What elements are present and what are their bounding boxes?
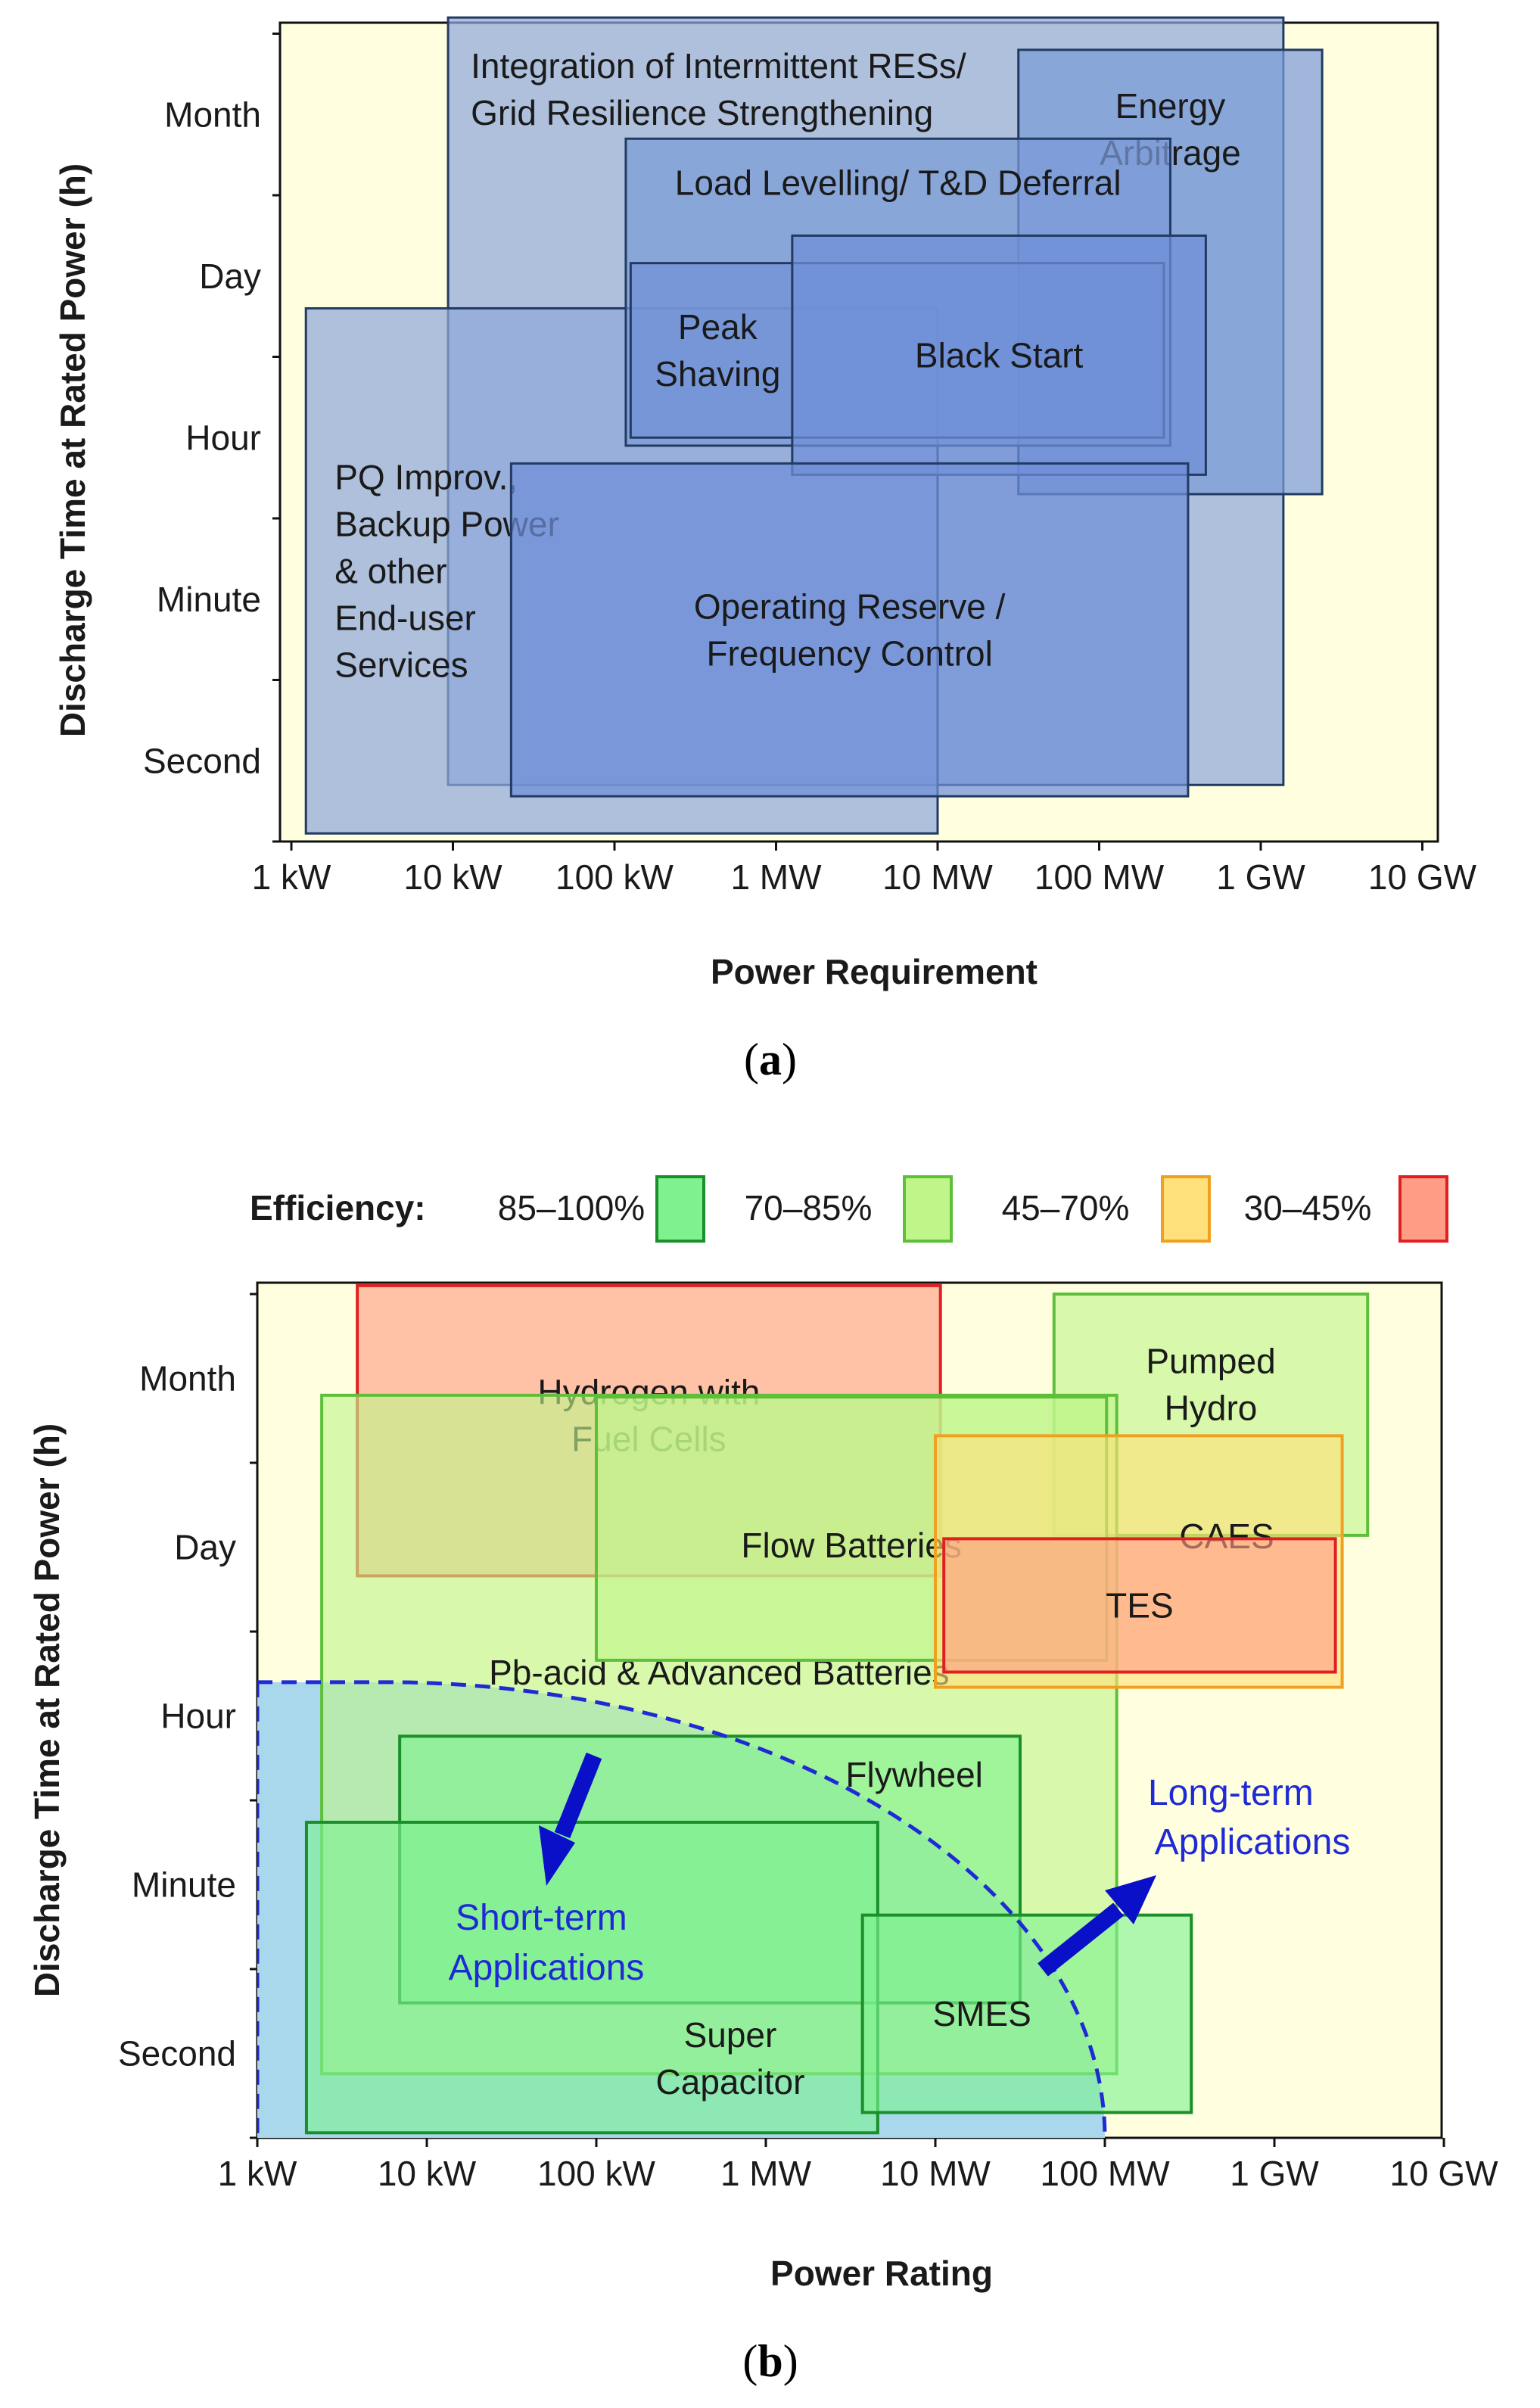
legend-swatch	[655, 1175, 705, 1243]
chart-a-y-axis-title: Discharge Time at Rated Power (h)	[53, 163, 92, 737]
chart-a-x-axis-title: Power Requirement	[711, 952, 1038, 991]
chart-a-regions: Integration of Intermittent RESs/Grid Re…	[304, 16, 1324, 835]
region-black-start-box	[791, 234, 1207, 476]
x-tick-label: 1 MW	[730, 857, 822, 897]
chart-a-caption: (a)	[744, 1034, 797, 1084]
chart-b-y-axis-title: Discharge Time at Rated Power (h)	[27, 1423, 67, 1997]
x-tick-label: 10 kW	[378, 2154, 477, 2193]
chart-b-caption: (b)	[742, 2336, 798, 2386]
x-tick-label: 100 MW	[1040, 2154, 1170, 2193]
chart-b-x-axis-title: Power Rating	[770, 2254, 993, 2293]
legend-swatch	[1398, 1175, 1448, 1243]
region-operating-reserve-box	[509, 462, 1190, 798]
technology-tes-label: TES	[1106, 1585, 1173, 1625]
region-load-levelling-t-d-deferral-label: Load Levelling/ T&D Deferral	[675, 163, 1122, 202]
y-tick-label: Day	[174, 1528, 236, 1567]
region-integration-of-intermittent-ress-label: Integration of Intermittent RESs/Grid Re…	[471, 46, 966, 132]
y-tick-label: Month	[139, 1359, 236, 1398]
short-term-boundary-line	[257, 1680, 1107, 2138]
region-black-start: Black Start	[791, 234, 1207, 476]
x-tick-label: 1 kW	[218, 2154, 297, 2193]
legend-label: 45–70%	[1002, 1188, 1130, 1227]
legend-label: 70–85%	[745, 1188, 873, 1227]
technology-flywheel-label: Flywheel	[845, 1755, 983, 1794]
legend-item-85-100: 85–100%	[498, 1175, 705, 1243]
chart-a-axes: 1 kW 10 kW 100 kW 1 MW 10 MW 100 MW 1 GW 10 GW S…	[143, 33, 1477, 897]
long-term-label: Long-term Applications	[1148, 1773, 1350, 1862]
x-tick-label: 10 MW	[880, 2154, 991, 2193]
technology-smes-box	[860, 1913, 1193, 2114]
y-tick-label: Hour	[185, 418, 261, 457]
technology-tes-box	[942, 1537, 1337, 1674]
x-tick-label: 10 MW	[882, 857, 993, 897]
x-tick-label: 1 GW	[1216, 857, 1305, 897]
x-tick-label: 100 MW	[1034, 857, 1165, 897]
x-tick-label: 10 GW	[1389, 2154, 1498, 2193]
x-tick-label: 100 kW	[555, 857, 674, 897]
legend-title: Efficiency:	[250, 1188, 426, 1227]
y-tick-label: Hour	[160, 1697, 236, 1736]
technology-flow-batteries-label: Flow Batteries	[741, 1526, 961, 1565]
legend-label: 85–100%	[498, 1188, 645, 1227]
legend-item-45-70: 45–70%	[1002, 1175, 1211, 1243]
region-operating-reserve: Operating Reserve /Frequency Control	[509, 462, 1190, 798]
region-operating-reserve-label: Operating Reserve /Frequency Control	[694, 586, 1006, 673]
technology-smes-label: SMES	[932, 1994, 1031, 2033]
x-tick-label: 10 GW	[1368, 857, 1477, 897]
technology-super-box	[304, 1820, 879, 2135]
chart-a: Integration of Intermittent RESs/Grid Re…	[53, 16, 1477, 1084]
x-tick-label: 1 GW	[1230, 2154, 1319, 2193]
technology-tes: TES	[942, 1537, 1337, 1674]
legend-swatch	[903, 1175, 953, 1243]
y-tick-label: Day	[199, 257, 261, 296]
x-tick-label: 1 MW	[720, 2154, 812, 2193]
chart-b: Efficiency: 85–100% 70–85% 45–70% 30–45% Hy…	[27, 1175, 1498, 2386]
y-tick-label: Minute	[157, 580, 261, 619]
legend-item-30-45: 30–45%	[1244, 1175, 1448, 1243]
y-tick-label: Second	[118, 2034, 236, 2074]
legend-label: 30–45%	[1244, 1188, 1372, 1227]
x-tick-label: 100 kW	[537, 2154, 656, 2193]
technology-smes: SMES	[860, 1913, 1193, 2114]
region-black-start-label: Black Start	[915, 335, 1084, 375]
chart-b-plot-content: Hydrogen withFuel CellsPumpedHydroPb-aci…	[257, 1283, 1370, 2138]
y-tick-label: Second	[143, 741, 261, 780]
y-tick-label: Month	[164, 95, 261, 134]
chart-b-legend: Efficiency: 85–100% 70–85% 45–70% 30–45%	[250, 1175, 1448, 1243]
legend-swatch	[1161, 1175, 1211, 1243]
x-tick-label: 10 kW	[403, 857, 502, 897]
y-tick-label: Minute	[132, 1865, 236, 1905]
x-tick-label: 1 kW	[252, 857, 331, 897]
chart-b-axes: 1 kW 10 kW 100 kW 1 MW 10 MW 100 MW 1 GW 10 GW S…	[118, 1293, 1498, 2193]
legend-item-70-85: 70–85%	[745, 1175, 953, 1243]
short-term-arrow-icon	[539, 1752, 602, 1886]
long-term-arrow-icon	[1038, 1875, 1156, 1977]
legend-items: 85–100% 70–85% 45–70% 30–45%	[498, 1175, 1448, 1243]
short-term-label: Short-term Applications	[449, 1898, 645, 1988]
